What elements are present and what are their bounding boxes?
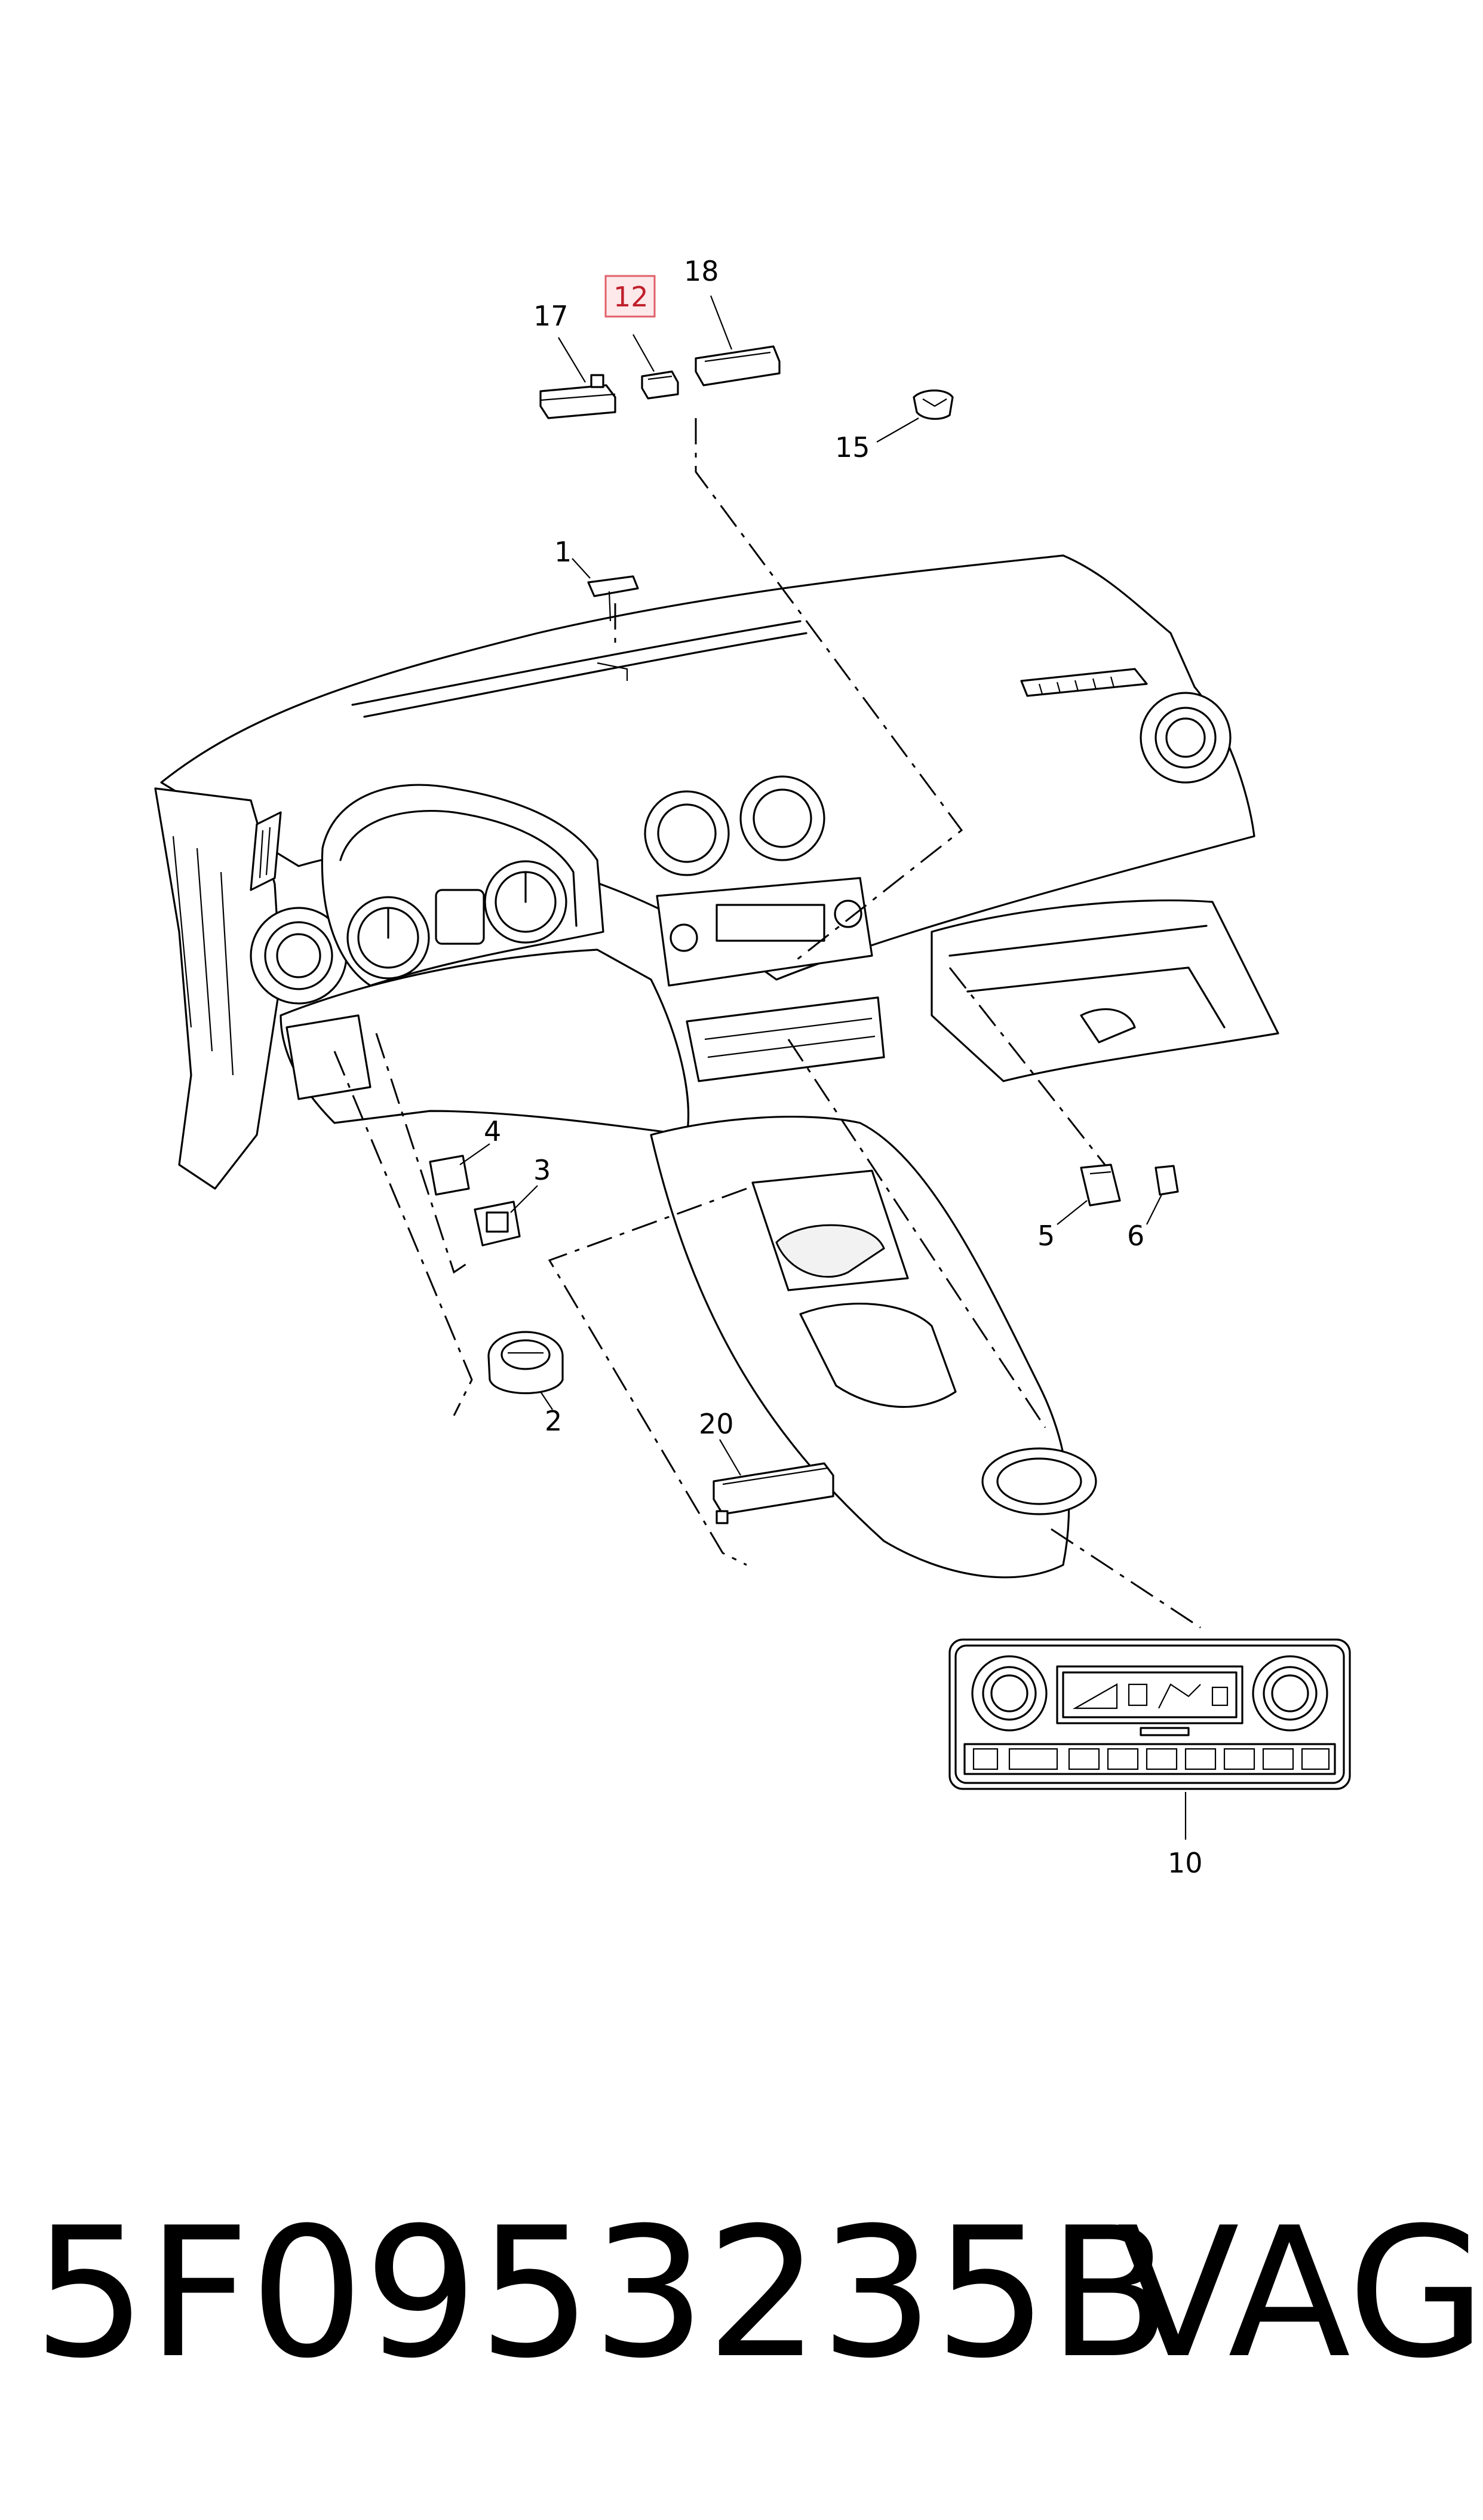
part-6-clip	[1155, 1165, 1179, 1196]
callout-20: 20	[699, 1408, 734, 1440]
part-18-strip	[695, 345, 781, 386]
part-12-button	[641, 370, 679, 400]
part-5-switch	[1080, 1164, 1121, 1207]
leader-lines	[333, 295, 1201, 1840]
part-20-usb-panel	[713, 1462, 834, 1524]
part-17-switch	[539, 374, 616, 419]
part-4-cover	[429, 1155, 470, 1196]
dashboard-assembly	[154, 554, 1279, 1579]
callout-12: 12	[613, 281, 649, 313]
callout-3: 3	[533, 1154, 551, 1186]
callout-4: 4	[484, 1115, 501, 1147]
part-number: 5F0953235B	[33, 2189, 1171, 2398]
callout-labels: 17 12 18 15 1 4 3 2 20 5 6 10	[484, 255, 1203, 1879]
callout-6: 6	[1127, 1220, 1144, 1252]
part-3-switch	[474, 1201, 521, 1247]
callout-17: 17	[533, 300, 569, 332]
part-1-sensor	[587, 575, 639, 622]
callout-10: 10	[1168, 1847, 1203, 1879]
callout-5: 5	[1037, 1220, 1055, 1252]
part-2-knob	[487, 1331, 564, 1394]
callout-2: 2	[545, 1405, 562, 1437]
callout-1: 1	[554, 536, 572, 568]
callout-12-highlight-box	[604, 275, 656, 318]
callout-18: 18	[684, 255, 719, 287]
callout-15: 15	[835, 431, 870, 464]
part-10-climate-control	[948, 1638, 1351, 1790]
brand-name: VAG	[1117, 2189, 1483, 2398]
part-15-clip	[913, 389, 954, 420]
